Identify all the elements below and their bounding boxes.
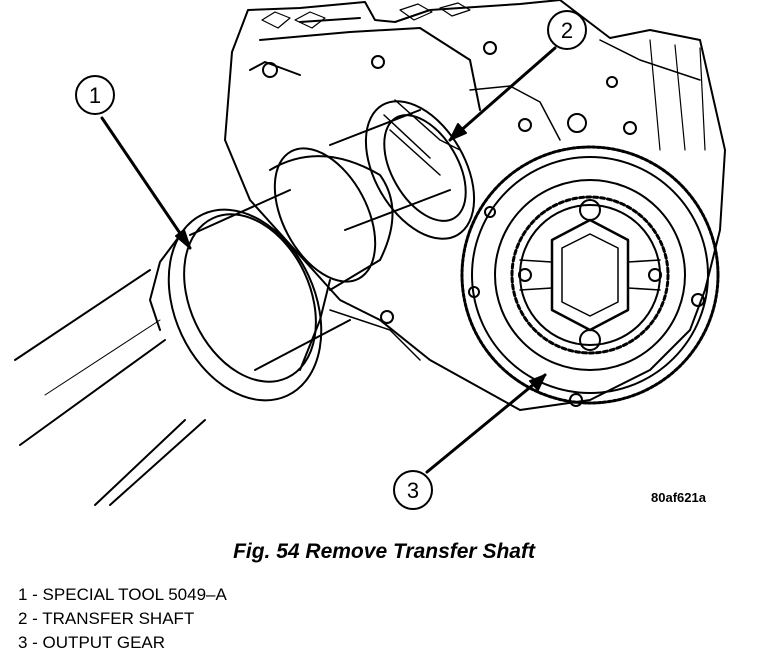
callout-1 bbox=[75, 75, 192, 250]
output-gear-drawing bbox=[460, 145, 720, 405]
transfer-shaft-removal-illustration: 1 2 3 bbox=[14, 0, 726, 510]
transaxle-housing bbox=[224, 0, 726, 411]
legend-item: 2 - TRANSFER SHAFT bbox=[18, 609, 195, 628]
figure-caption: Fig. 54 Remove Transfer Shaft bbox=[233, 540, 535, 563]
legend-item: 1 - SPECIAL TOOL 5049–A bbox=[18, 585, 227, 604]
callout-2 bbox=[448, 10, 587, 142]
callout-1-number: 1 bbox=[89, 83, 101, 108]
special-tool-drawing bbox=[14, 147, 394, 506]
figure-code: 80af621a bbox=[651, 490, 706, 505]
callout-3-number: 3 bbox=[407, 478, 419, 503]
callout-3 bbox=[393, 373, 547, 510]
transfer-shaft-drawing bbox=[329, 99, 476, 240]
parts-legend: 1 - SPECIAL TOOL 5049–A 2 - TRANSFER SHA… bbox=[18, 583, 227, 655]
callout-2-number: 2 bbox=[561, 18, 573, 43]
legend-item: 3 - OUTPUT GEAR bbox=[18, 633, 166, 652]
